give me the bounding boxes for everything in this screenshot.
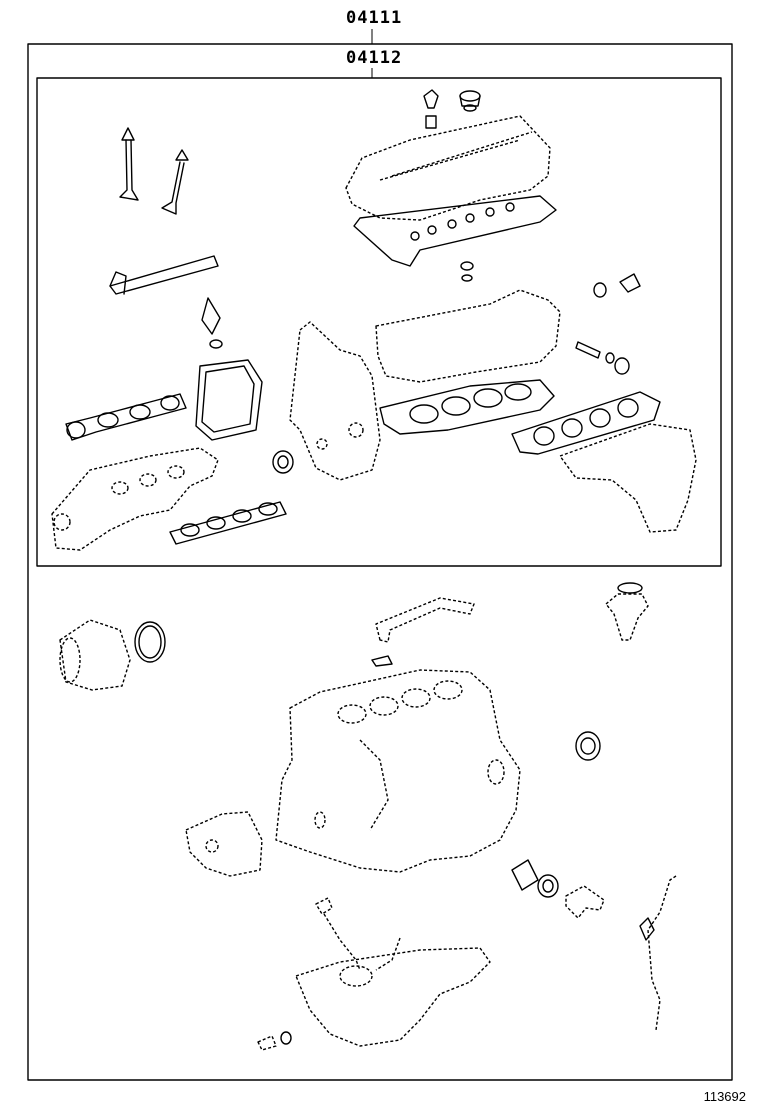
bracket-clip (619, 273, 641, 293)
intake-manifold-gasket-lower (169, 501, 287, 545)
camshaft-seal-bar (109, 255, 219, 295)
water-bypass-pipe (371, 597, 475, 667)
oil-filter-gasket (134, 621, 166, 663)
valve-cover-cap (459, 90, 481, 112)
illustration-reference-number: 113692 (703, 1089, 746, 1104)
oil-level-gauge (639, 875, 677, 1031)
intake-manifold (51, 447, 219, 551)
cylinder-block (275, 669, 521, 873)
exhaust-manifold-gasket (511, 391, 661, 455)
spark-plug-tube (201, 297, 223, 349)
oil-pump-cover (185, 811, 263, 877)
small-o-ring (460, 261, 474, 282)
drain-plug-gasket (257, 1031, 292, 1051)
intake-manifold-gasket-upper (65, 393, 187, 441)
oil-strainer (315, 897, 401, 971)
oil-level-tube-seal (605, 582, 649, 641)
exhaust-manifold (559, 423, 697, 533)
kit-frames (27, 29, 733, 1081)
head-cover-gasket (353, 195, 557, 267)
crankshaft-front-oil-seal (272, 450, 294, 474)
cylinder-head (375, 289, 561, 383)
outer-kit-part-number: 04111 (346, 8, 403, 28)
bolt-with-washer (575, 341, 630, 375)
water-seal-ring (593, 282, 607, 298)
throttle-body-gasket (195, 359, 263, 441)
oil-filter (59, 619, 131, 691)
inner-kit-part-number: 04112 (346, 48, 403, 68)
rear-oil-seal (575, 731, 601, 761)
exhaust-valve (161, 149, 189, 215)
intake-valve (119, 127, 139, 201)
cylinder-head-gasket (379, 379, 555, 435)
outer-kit-frame (27, 43, 733, 1081)
grommet-bolt (423, 89, 439, 129)
timing-chain-cover (289, 321, 381, 481)
cylinder-head-cover (345, 115, 551, 221)
oil-pan (295, 947, 491, 1047)
inner-kit-frame (36, 77, 722, 567)
water-inlet-fitting (511, 859, 605, 919)
